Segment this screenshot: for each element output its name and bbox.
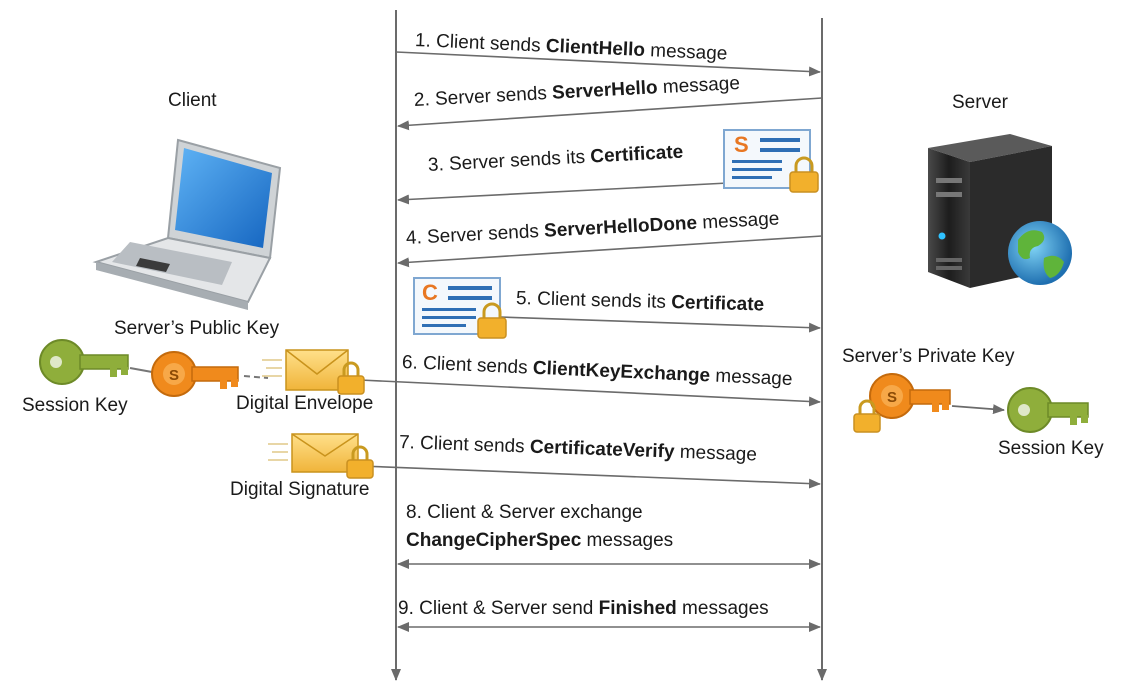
connector-line-2 <box>243 375 269 379</box>
signature-lock-icon <box>346 445 374 479</box>
digital-envelope-icon <box>262 349 349 391</box>
arrow-msg-2 <box>397 97 823 131</box>
server-cert-lock-icon <box>789 156 819 193</box>
private-key-lock-icon <box>853 399 881 433</box>
server-session-key-icon <box>1007 387 1089 433</box>
client-session-key-icon <box>39 339 129 385</box>
client-cert-letter: C <box>422 280 438 305</box>
server-private-key-icon: S <box>869 373 951 419</box>
envelope-lock-icon <box>337 361 365 395</box>
arrow-msg-1 <box>395 51 821 77</box>
session-key-label-server: Session Key <box>998 438 1104 459</box>
client-label: Client <box>168 90 217 111</box>
arrow-msg-3 <box>397 182 729 205</box>
digital-signature-icon <box>268 433 359 473</box>
servers-private-key-label: Server’s Private Key <box>842 346 1015 367</box>
session-key-label-client: Session Key <box>22 395 128 416</box>
arrow-msg-5 <box>499 316 821 333</box>
message-label-9: 9. Client & Server send Finished message… <box>398 598 769 619</box>
server-label: Server <box>952 92 1008 113</box>
message-label-8-line2: ChangeCipherSpec messages <box>406 530 674 551</box>
public-key-letter: S <box>169 367 179 384</box>
digital-signature-label: Digital Signature <box>230 479 370 500</box>
arrow-msg-4 <box>397 235 823 268</box>
private-key-letter: S <box>887 389 897 406</box>
server-cert-letter: S <box>734 132 749 157</box>
digital-envelope-label: Digital Envelope <box>236 393 374 414</box>
private-to-session-arrow <box>951 404 1005 415</box>
servers-public-key-label: Server’s Public Key <box>114 318 280 339</box>
server-public-key-icon: S <box>151 351 239 397</box>
globe-icon <box>1008 221 1072 285</box>
message-label-8-line1: 8. Client & Server exchange <box>406 502 643 523</box>
connector-line <box>129 367 153 373</box>
laptop-icon <box>92 138 282 310</box>
arrow-msg-7 <box>359 465 821 489</box>
client-cert-lock-icon <box>477 302 507 339</box>
arrow-msg-6 <box>359 379 821 407</box>
